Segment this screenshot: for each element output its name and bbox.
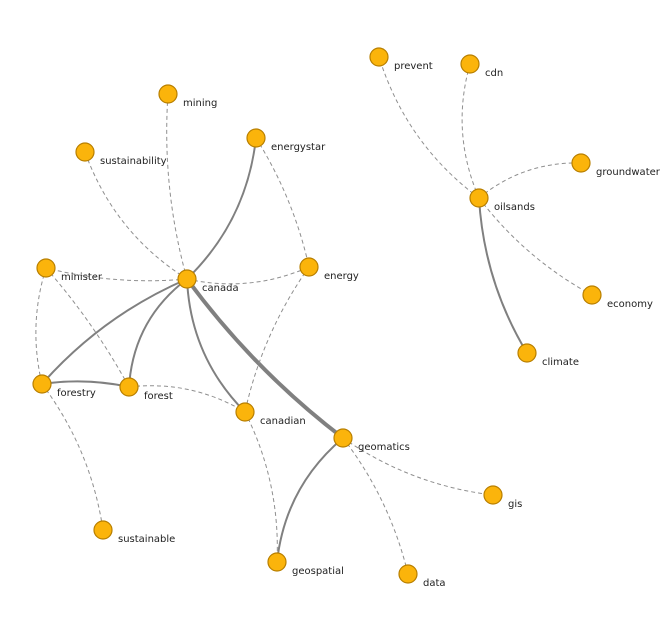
node-data[interactable]: data (398, 564, 446, 589)
node-sustainability[interactable]: sustainability (75, 142, 167, 167)
edge-canada-mining (166, 93, 188, 280)
node-cdn-label: cdn (485, 68, 503, 79)
edge-canada-forestry (41, 278, 188, 385)
edge-oilsands-climate (478, 197, 528, 354)
node-oilsands-label: oilsands (494, 202, 535, 213)
edge-oilsands-economy (478, 197, 593, 296)
node-groundwater-circle[interactable] (571, 153, 591, 173)
node-cdn-circle[interactable] (460, 54, 480, 74)
edge-geomatics-data (342, 437, 409, 575)
node-geomatics-label: geomatics (358, 442, 410, 453)
node-groundwater[interactable]: groundwater (571, 153, 661, 178)
edge-oilsands-groundwater (478, 162, 582, 199)
edge-canada-minister (45, 267, 188, 282)
edge-canada-forest (128, 278, 188, 388)
node-energy-circle[interactable] (299, 257, 319, 277)
node-cdn[interactable]: cdn (460, 54, 503, 79)
edge-energystar-energy (255, 137, 310, 268)
node-sustainable-label: sustainable (118, 534, 175, 545)
node-mining[interactable]: mining (158, 84, 217, 109)
node-gis[interactable]: gis (483, 485, 522, 510)
edge-minister-forest (45, 267, 130, 388)
edge-oilsands-prevent (378, 56, 480, 199)
edge-geomatics-geospatial (276, 437, 344, 563)
edge-canada-energystar (186, 137, 257, 280)
node-geospatial-label: geospatial (292, 566, 344, 577)
edge-energy-canadian (244, 266, 310, 413)
node-prevent-circle[interactable] (369, 47, 389, 67)
edge-geomatics-gis (342, 437, 494, 496)
node-sustainability-circle[interactable] (75, 142, 95, 162)
node-forestry[interactable]: forestry (32, 374, 96, 399)
edge-canada-sustainability (84, 151, 188, 280)
node-mining-label: mining (183, 98, 217, 109)
edge-canada-energy (186, 266, 310, 285)
node-climate-label: climate (542, 357, 579, 368)
node-geospatial[interactable]: geospatial (267, 552, 344, 577)
node-oilsands[interactable]: oilsands (469, 188, 535, 213)
node-prevent-label: prevent (394, 61, 433, 72)
node-energystar-label: energystar (271, 142, 326, 153)
node-geomatics[interactable]: geomatics (333, 428, 410, 453)
edge-forest-canadian (128, 385, 246, 413)
node-energystar-circle[interactable] (246, 128, 266, 148)
node-groundwater-label: groundwater (596, 167, 661, 178)
nodes-layer: canada energystar energy mining sustainabili… (32, 47, 661, 589)
node-canada-label: canada (202, 283, 239, 294)
edge-oilsands-cdn (461, 63, 480, 199)
node-data-label: data (423, 578, 446, 589)
node-forestry-circle[interactable] (32, 374, 52, 394)
edge-forestry-sustainable (41, 383, 104, 531)
edges-layer (35, 56, 593, 575)
node-forestry-label: forestry (57, 388, 96, 399)
node-prevent[interactable]: prevent (369, 47, 433, 72)
edge-minister-forestry (35, 267, 47, 385)
node-sustainable-circle[interactable] (93, 520, 113, 540)
node-canada-circle[interactable] (177, 269, 197, 289)
edge-canada-geomatics (185, 277, 345, 440)
node-canadian[interactable]: canadian (235, 402, 306, 427)
edge-canadian-geospatial (244, 411, 278, 563)
node-minister[interactable]: minister (36, 258, 103, 283)
node-geospatial-circle[interactable] (267, 552, 287, 572)
node-sustainable[interactable]: sustainable (93, 520, 175, 545)
edge-forestry-forest (41, 380, 130, 388)
node-forest-circle[interactable] (119, 377, 139, 397)
node-economy-label: economy (607, 299, 653, 310)
node-energy-label: energy (324, 271, 359, 282)
node-gis-label: gis (508, 499, 522, 510)
node-gis-circle[interactable] (483, 485, 503, 505)
node-energystar[interactable]: energystar (246, 128, 326, 153)
node-minister-label: minister (61, 272, 103, 283)
node-climate[interactable]: climate (517, 343, 579, 368)
node-forest-label: forest (144, 391, 173, 402)
node-forest[interactable]: forest (119, 377, 173, 402)
node-sustainability-label: sustainability (100, 156, 167, 167)
node-minister-circle[interactable] (36, 258, 56, 278)
node-mining-circle[interactable] (158, 84, 178, 104)
node-economy[interactable]: economy (582, 285, 653, 310)
node-data-circle[interactable] (398, 564, 418, 584)
node-canadian-circle[interactable] (235, 402, 255, 422)
node-geomatics-circle[interactable] (333, 428, 353, 448)
node-canada[interactable]: canada (177, 269, 239, 294)
edge-canada-canadian (186, 278, 246, 413)
node-canadian-label: canadian (260, 416, 306, 427)
node-oilsands-circle[interactable] (469, 188, 489, 208)
node-climate-circle[interactable] (517, 343, 537, 363)
node-economy-circle[interactable] (582, 285, 602, 305)
node-energy[interactable]: energy (299, 257, 359, 282)
